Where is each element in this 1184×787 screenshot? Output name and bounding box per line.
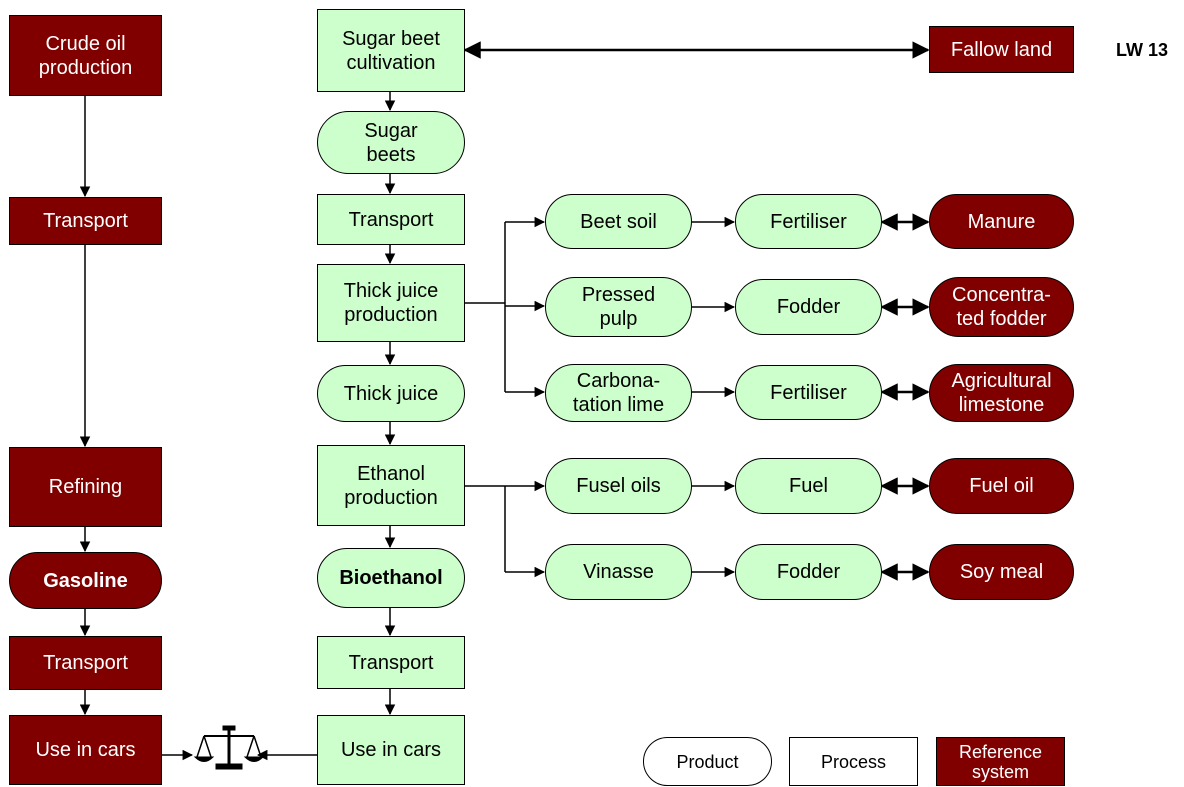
- legend-process: Process: [789, 737, 918, 786]
- ethanol-production-node: Ethanol production: [317, 445, 465, 526]
- use-in-cars-node: Use in cars: [9, 715, 162, 785]
- soy-meal-node: Soy meal: [929, 544, 1074, 600]
- fuel-node: Fuel: [735, 458, 882, 514]
- legend-product: Product: [643, 737, 772, 786]
- fuel-oil-node: Fuel oil: [929, 458, 1074, 514]
- sugar-beets-node: Sugar beets: [317, 111, 465, 174]
- fallow-land-node: Fallow land: [929, 26, 1074, 73]
- vinasse-node: Vinasse: [545, 544, 692, 600]
- transport-node: Transport: [9, 197, 162, 245]
- transport-node: Transport: [317, 194, 465, 245]
- fodder-node: Fodder: [735, 544, 882, 600]
- fusel-oils-node: Fusel oils: [545, 458, 692, 514]
- bioethanol-node: Bioethanol: [317, 548, 465, 608]
- concentrated-fodder-node: Concentra- ted fodder: [929, 277, 1074, 337]
- balance-scale-icon: [193, 725, 265, 770]
- gasoline-node: Gasoline: [9, 552, 162, 609]
- transport-node: Transport: [317, 636, 465, 689]
- diagram-tag: LW 13: [1116, 40, 1169, 60]
- use-in-cars-node: Use in cars: [317, 715, 465, 785]
- carbonation-lime-node: Carbona- tation lime: [545, 364, 692, 422]
- agricultural-limestone-node: Agricultural limestone: [929, 364, 1074, 422]
- refining-node: Refining: [9, 447, 162, 527]
- beet-soil-node: Beet soil: [545, 194, 692, 249]
- fertiliser-node: Fertiliser: [735, 365, 882, 420]
- legend-reference-system: Reference system: [936, 737, 1065, 786]
- fertiliser-node: Fertiliser: [735, 194, 882, 249]
- crude-oil-production-node: Crude oil production: [9, 15, 162, 96]
- pressed-pulp-node: Pressed pulp: [545, 277, 692, 337]
- sugar-beet-cultivation-node: Sugar beet cultivation: [317, 9, 465, 92]
- transport-node: Transport: [9, 636, 162, 690]
- thick-juice-node: Thick juice: [317, 365, 465, 422]
- manure-node: Manure: [929, 194, 1074, 249]
- thick-juice-production-node: Thick juice production: [317, 264, 465, 342]
- fodder-node: Fodder: [735, 279, 882, 335]
